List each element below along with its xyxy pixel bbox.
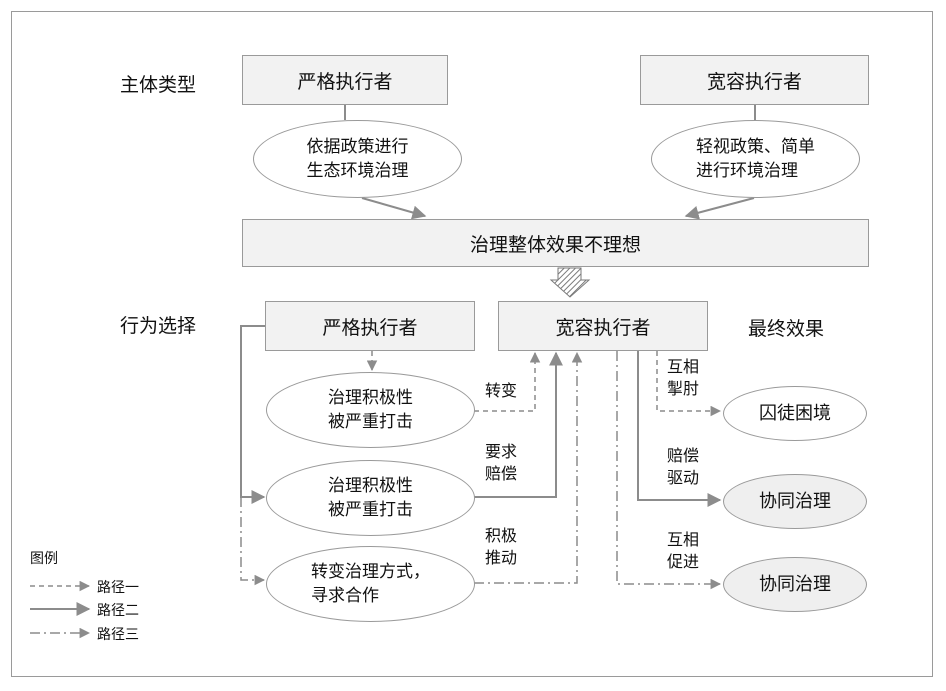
hatched-down-arrow [549,267,591,298]
compensation-request-line2: 赔偿 [485,464,518,483]
motivation2-line2: 被严重打击 [328,500,413,520]
path3-to-ellipse3 [240,497,266,586]
path2-ellipse2-to-lenient [474,351,563,498]
path3-ellipse3-to-lenient [474,351,583,584]
strict-policy-line2: 生态环境治理 [306,161,409,181]
result-collab2-label: 协同治理 [759,573,831,595]
row-label-actor-type: 主体类型 [120,74,197,96]
path1-ellipse1-to-lenient [474,351,541,412]
edge-label-mutual-restrain: 互相 掣肘 [667,356,699,400]
motivation1-line2: 被严重打击 [328,412,413,432]
lenient-policy-ellipse: 轻视政策、简单 进行环境治理 [651,120,860,198]
mutual-promote-line2: 促进 [667,552,700,571]
motivation2-line1: 治理积极性 [328,476,413,496]
path1-to-prisoner [656,351,722,417]
top-strict-executor-box: 严格执行者 [242,55,448,105]
edge-label-compensation-drive: 赔偿 驱动 [667,445,699,489]
edge-label-active-push: 积极 推动 [485,525,517,569]
path2-strict-to-ellipse2 [240,325,266,504]
compensation-drive-line1: 赔偿 [667,446,700,465]
legend-item-path3: 路径三 [97,627,139,643]
diagram-frame [11,11,933,677]
edge-label-mutual-promote: 互相 促进 [667,529,699,573]
bottom-strict-executor-box: 严格执行者 [265,301,475,351]
column-label-final-effect: 最终效果 [748,318,825,340]
arrow-lenient-to-overall [684,197,755,220]
active-push-line1: 积极 [485,526,518,545]
top-lenient-executor-box: 宽容执行者 [640,55,869,105]
result-collaborative-governance-1: 协同治理 [723,474,867,529]
active-push-line2: 推动 [485,548,518,567]
compensation-drive-line2: 驱动 [667,468,700,487]
row-label-behavior: 行为选择 [120,315,197,337]
result-collaborative-governance-2: 协同治理 [723,557,867,612]
strict-policy-ellipse: 依据政策进行 生态环境治理 [253,120,462,198]
edge-label-compensation-request: 要求 赔偿 [485,441,517,485]
overall-effect-box: 治理整体效果不理想 [242,219,869,267]
compensation-request-line1: 要求 [485,442,518,461]
legend-item-path1: 路径一 [97,580,139,596]
bottom-lenient-executor-box: 宽容执行者 [498,301,708,351]
lenient-policy-line2: 进行环境治理 [696,161,798,181]
strict-policy-line1: 依据政策进行 [306,137,409,157]
motivation1-line1: 治理积极性 [328,388,413,408]
motivation-ellipse-2: 治理积极性 被严重打击 [266,460,475,536]
result-prisoners-dilemma-label: 囚徒困境 [759,402,831,424]
cooperation-line1: 转变治理方式， [311,562,430,582]
legend-title: 图例 [30,551,58,567]
arrow-strict-to-overall [361,197,427,220]
mutual-restrain-line1: 互相 [667,357,700,376]
lenient-policy-line1: 轻视政策、简单 [696,137,815,157]
motivation-ellipse-1: 治理积极性 被严重打击 [266,372,475,448]
mutual-restrain-line2: 掣肘 [667,379,700,398]
result-collab1-label: 协同治理 [759,490,831,512]
cooperation-line2: 寻求合作 [311,586,379,606]
legend-item-path2: 路径二 [97,603,139,619]
result-prisoners-dilemma: 囚徒困境 [723,386,867,441]
path2-to-collab1 [637,351,722,507]
path3-to-collab2 [616,351,722,590]
mutual-promote-line1: 互相 [667,530,700,549]
cooperation-ellipse: 转变治理方式， 寻求合作 [266,546,475,622]
edge-label-transform: 转变 [485,381,518,400]
